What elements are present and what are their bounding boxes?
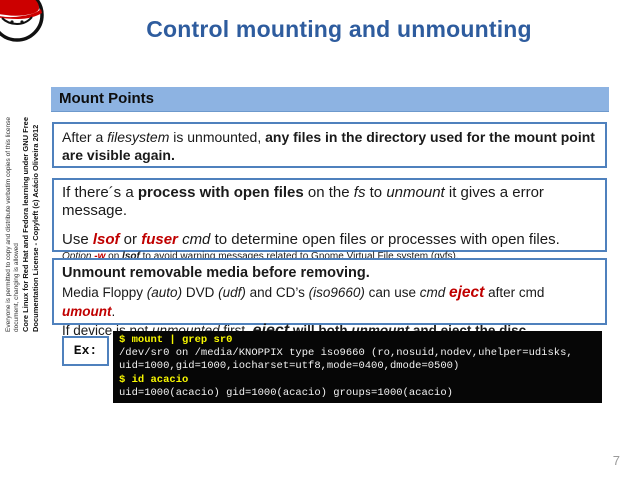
info-box-removable-media: Unmount removable media before removing.…	[52, 258, 607, 339]
page-number: 7	[612, 453, 620, 468]
paragraph: Use lsof or fuser cmd to determine open …	[62, 231, 560, 248]
page-title: Control mounting and unmounting	[146, 16, 532, 42]
license-sidebar: Everyone is permitted to copy and distri…	[5, 99, 40, 332]
license-note: Everyone is permitted to copy and distri…	[5, 117, 21, 332]
example-label: Ex:	[62, 336, 109, 366]
paragraph: If there´s a process with open files on …	[62, 184, 544, 219]
terminal-output: $ mount | grep sr0/dev/sr0 on /media/KNO…	[113, 331, 602, 403]
redhat-shadowman-logo-icon	[0, 0, 46, 44]
paragraph: Media Floppy (auto) DVD (udf) and CD’s (…	[62, 284, 545, 319]
info-box-mount-point-visibility: After a filesystem is unmounted, any fil…	[52, 122, 607, 168]
paragraph: Unmount removable media before removing.	[62, 265, 370, 281]
paragraph: After a filesystem is unmounted, any fil…	[62, 129, 595, 163]
paragraph-note: Option -w on lsof to avoid warning messa…	[62, 251, 459, 262]
info-box-open-files: If there´s a process with open files on …	[52, 178, 607, 262]
license-line: Core Linux for Red Hat and Fedora learni…	[21, 116, 40, 332]
section-header-mount-points: Mount Points	[51, 87, 609, 112]
